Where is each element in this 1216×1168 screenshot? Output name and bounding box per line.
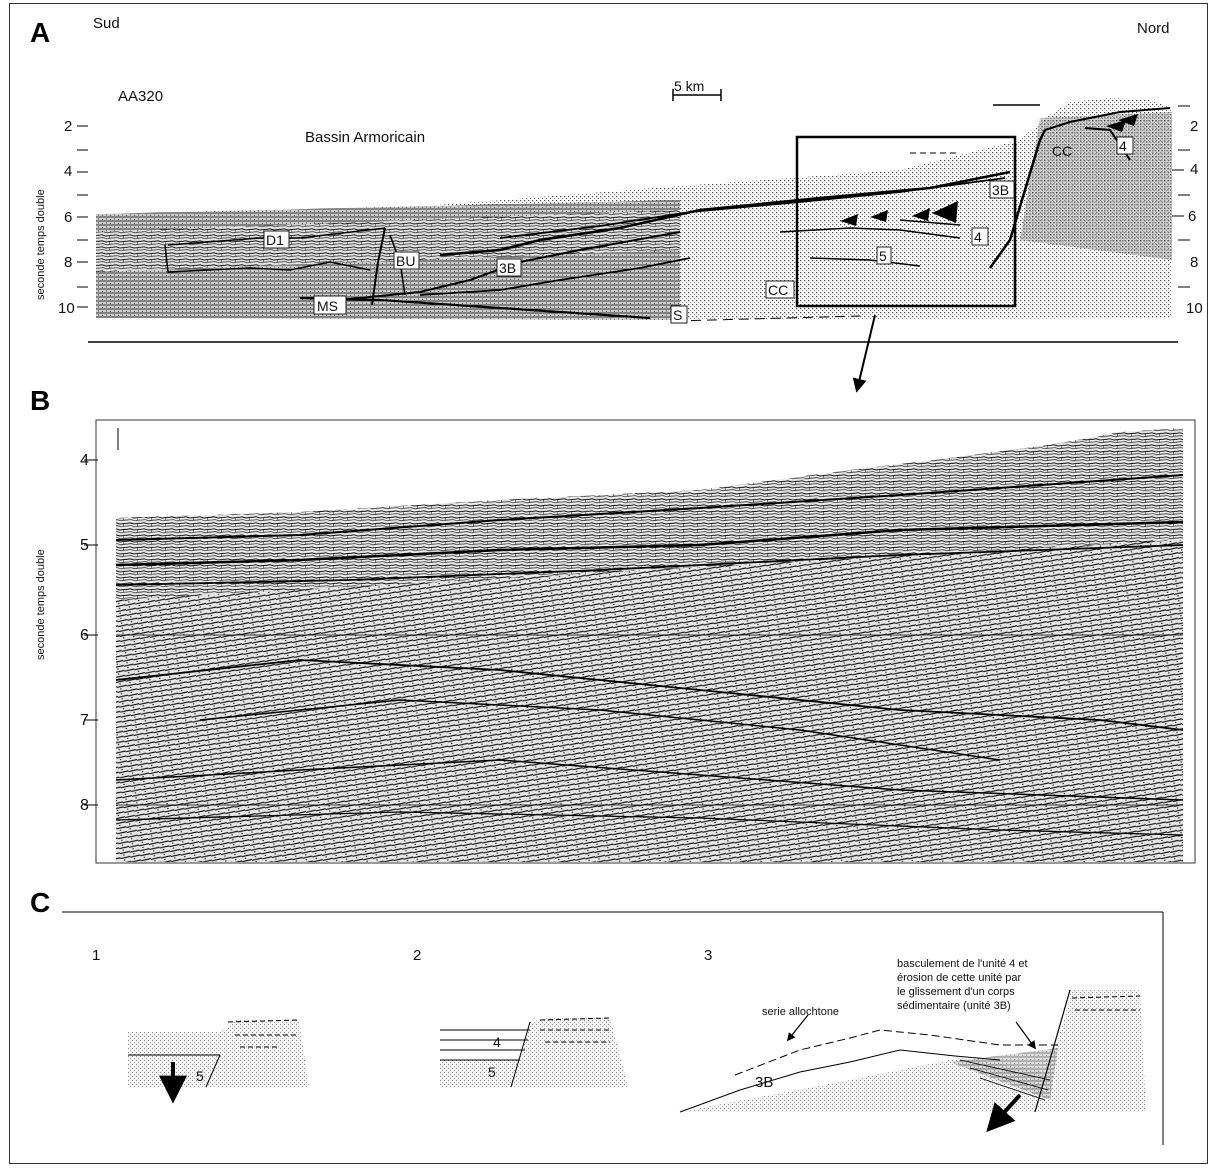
zoom-window <box>795 135 1017 308</box>
step-3-lower-block <box>680 1058 1048 1112</box>
thrust-arrows <box>840 114 1138 226</box>
panel-a-y-axis-label: seconde temps double <box>35 189 47 300</box>
step-3-number: 3 <box>704 947 712 964</box>
tick-right-4: 4 <box>1190 161 1198 178</box>
figure-frame <box>9 3 1208 1164</box>
panel-b-axis: 4 5 6 7 8 <box>80 428 119 814</box>
unit-cc-left: CC <box>768 282 788 298</box>
south-label: Sud <box>93 15 120 32</box>
tick-left-2: 2 <box>64 118 72 135</box>
panel-a-right-axis: 2 4 6 8 10 <box>1170 105 1203 317</box>
step-3-horst <box>1035 990 1146 1112</box>
note-serie-allochtone: serie allochtone <box>762 1006 839 1018</box>
tick-right-10: 10 <box>1186 300 1203 317</box>
panel-b-letter: B <box>30 385 50 416</box>
basin-name: Bassin Armoricain <box>305 129 425 146</box>
step-1: 1 5 <box>92 947 309 1104</box>
panel-a-letter: A <box>30 17 50 48</box>
unit-5: 5 <box>879 248 887 264</box>
tick-right-8: 8 <box>1190 254 1198 271</box>
step-2: 2 4 5 <box>413 947 628 1088</box>
step-3-unit: 3B <box>755 1074 773 1091</box>
unit-3b-left: 3B <box>499 260 516 276</box>
thrust-arrow-2-icon <box>870 210 888 222</box>
step-1-number: 1 <box>92 947 100 964</box>
unit-s: S <box>673 307 682 323</box>
note-line-1: basculement de l'unité 4 et <box>897 958 1028 970</box>
panel-a-left-axis: 2 4 6 8 10 <box>58 118 88 317</box>
panel-b: B seconde temps double 4 5 6 7 8 <box>30 385 1196 864</box>
scale-label: 5 km <box>674 78 704 94</box>
step-2-horst <box>511 1018 628 1087</box>
step-2-unit-bottom: 5 <box>488 1064 496 1080</box>
panel-b-y-axis-label: seconde temps double <box>35 549 47 660</box>
step-3-tilted-unit-4 <box>950 1048 1058 1100</box>
zoom-arrow <box>852 314 876 393</box>
north-label: Nord <box>1137 20 1170 37</box>
panel-b-seismic <box>115 428 1184 862</box>
unit-bu: BU <box>396 253 415 269</box>
unit-labels: D1 BU 3B MS S CC 5 4 3B CC 4 <box>263 136 1134 324</box>
panel-a: A Sud Nord AA320 Bassin Armoricain 5 km … <box>30 15 1203 393</box>
slide-arrow-icon <box>986 1093 1022 1133</box>
unit-4-mid: 4 <box>974 229 982 245</box>
unit-ms: MS <box>317 298 338 314</box>
step-2-basin <box>440 1060 520 1087</box>
thrust-arrow-1-icon <box>840 214 858 226</box>
note-line-3: le glissement d'un corps <box>897 986 1015 998</box>
tick-left-6: 6 <box>64 209 72 226</box>
step-1-basin <box>128 1032 220 1087</box>
tick-left-8: 8 <box>64 254 72 271</box>
profile-id: AA320 <box>118 88 163 105</box>
step-3: 3 3B serie allochtone basculement de l'u… <box>679 947 1146 1133</box>
panel-c: C 1 5 2 4 <box>30 887 1164 1145</box>
unit-4-right: 4 <box>1119 138 1127 154</box>
note-line-2: érosion de cette unité par <box>897 972 1021 984</box>
panel-a-interpretation <box>164 104 1171 320</box>
unit-d1: D1 <box>266 232 284 248</box>
unit-cc-right: CC <box>1052 143 1072 159</box>
step-2-unit-top: 4 <box>493 1034 501 1050</box>
thrust-arrow-3-icon <box>912 208 930 221</box>
thrust-arrow-5-icon <box>1118 114 1138 126</box>
tick-left-4: 4 <box>64 163 72 180</box>
step-1-horst <box>206 1020 309 1087</box>
step-1-unit: 5 <box>196 1068 204 1084</box>
thrust-arrow-4-icon <box>932 201 958 223</box>
step-2-number: 2 <box>413 947 421 964</box>
thrust-arrow-6-icon <box>1106 120 1126 132</box>
note-line-4: sédimentaire (unité 3B) <box>897 1000 1011 1012</box>
tick-right-2: 2 <box>1190 118 1198 135</box>
panel-c-letter: C <box>30 887 50 918</box>
unit-3b-right: 3B <box>992 182 1009 198</box>
tick-right-6: 6 <box>1188 208 1196 225</box>
scale-bar: 5 km <box>672 78 722 101</box>
tick-left-10: 10 <box>58 300 75 317</box>
